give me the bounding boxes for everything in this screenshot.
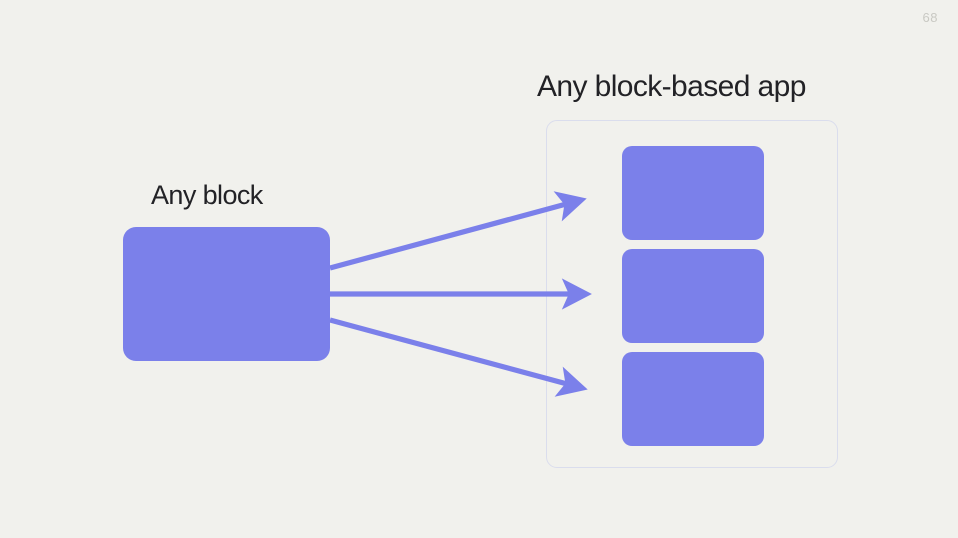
app-block-3	[622, 352, 764, 446]
app-block-2	[622, 249, 764, 343]
arrow-to-block-1	[329, 191, 587, 271]
app-panel-title: Any block-based app	[537, 70, 806, 103]
source-block	[123, 227, 330, 361]
page-number: 68	[922, 10, 938, 25]
arrow-to-block-3	[329, 317, 588, 397]
app-block-1	[622, 146, 764, 240]
app-panel	[546, 120, 838, 468]
source-block-label: Any block	[151, 180, 263, 210]
